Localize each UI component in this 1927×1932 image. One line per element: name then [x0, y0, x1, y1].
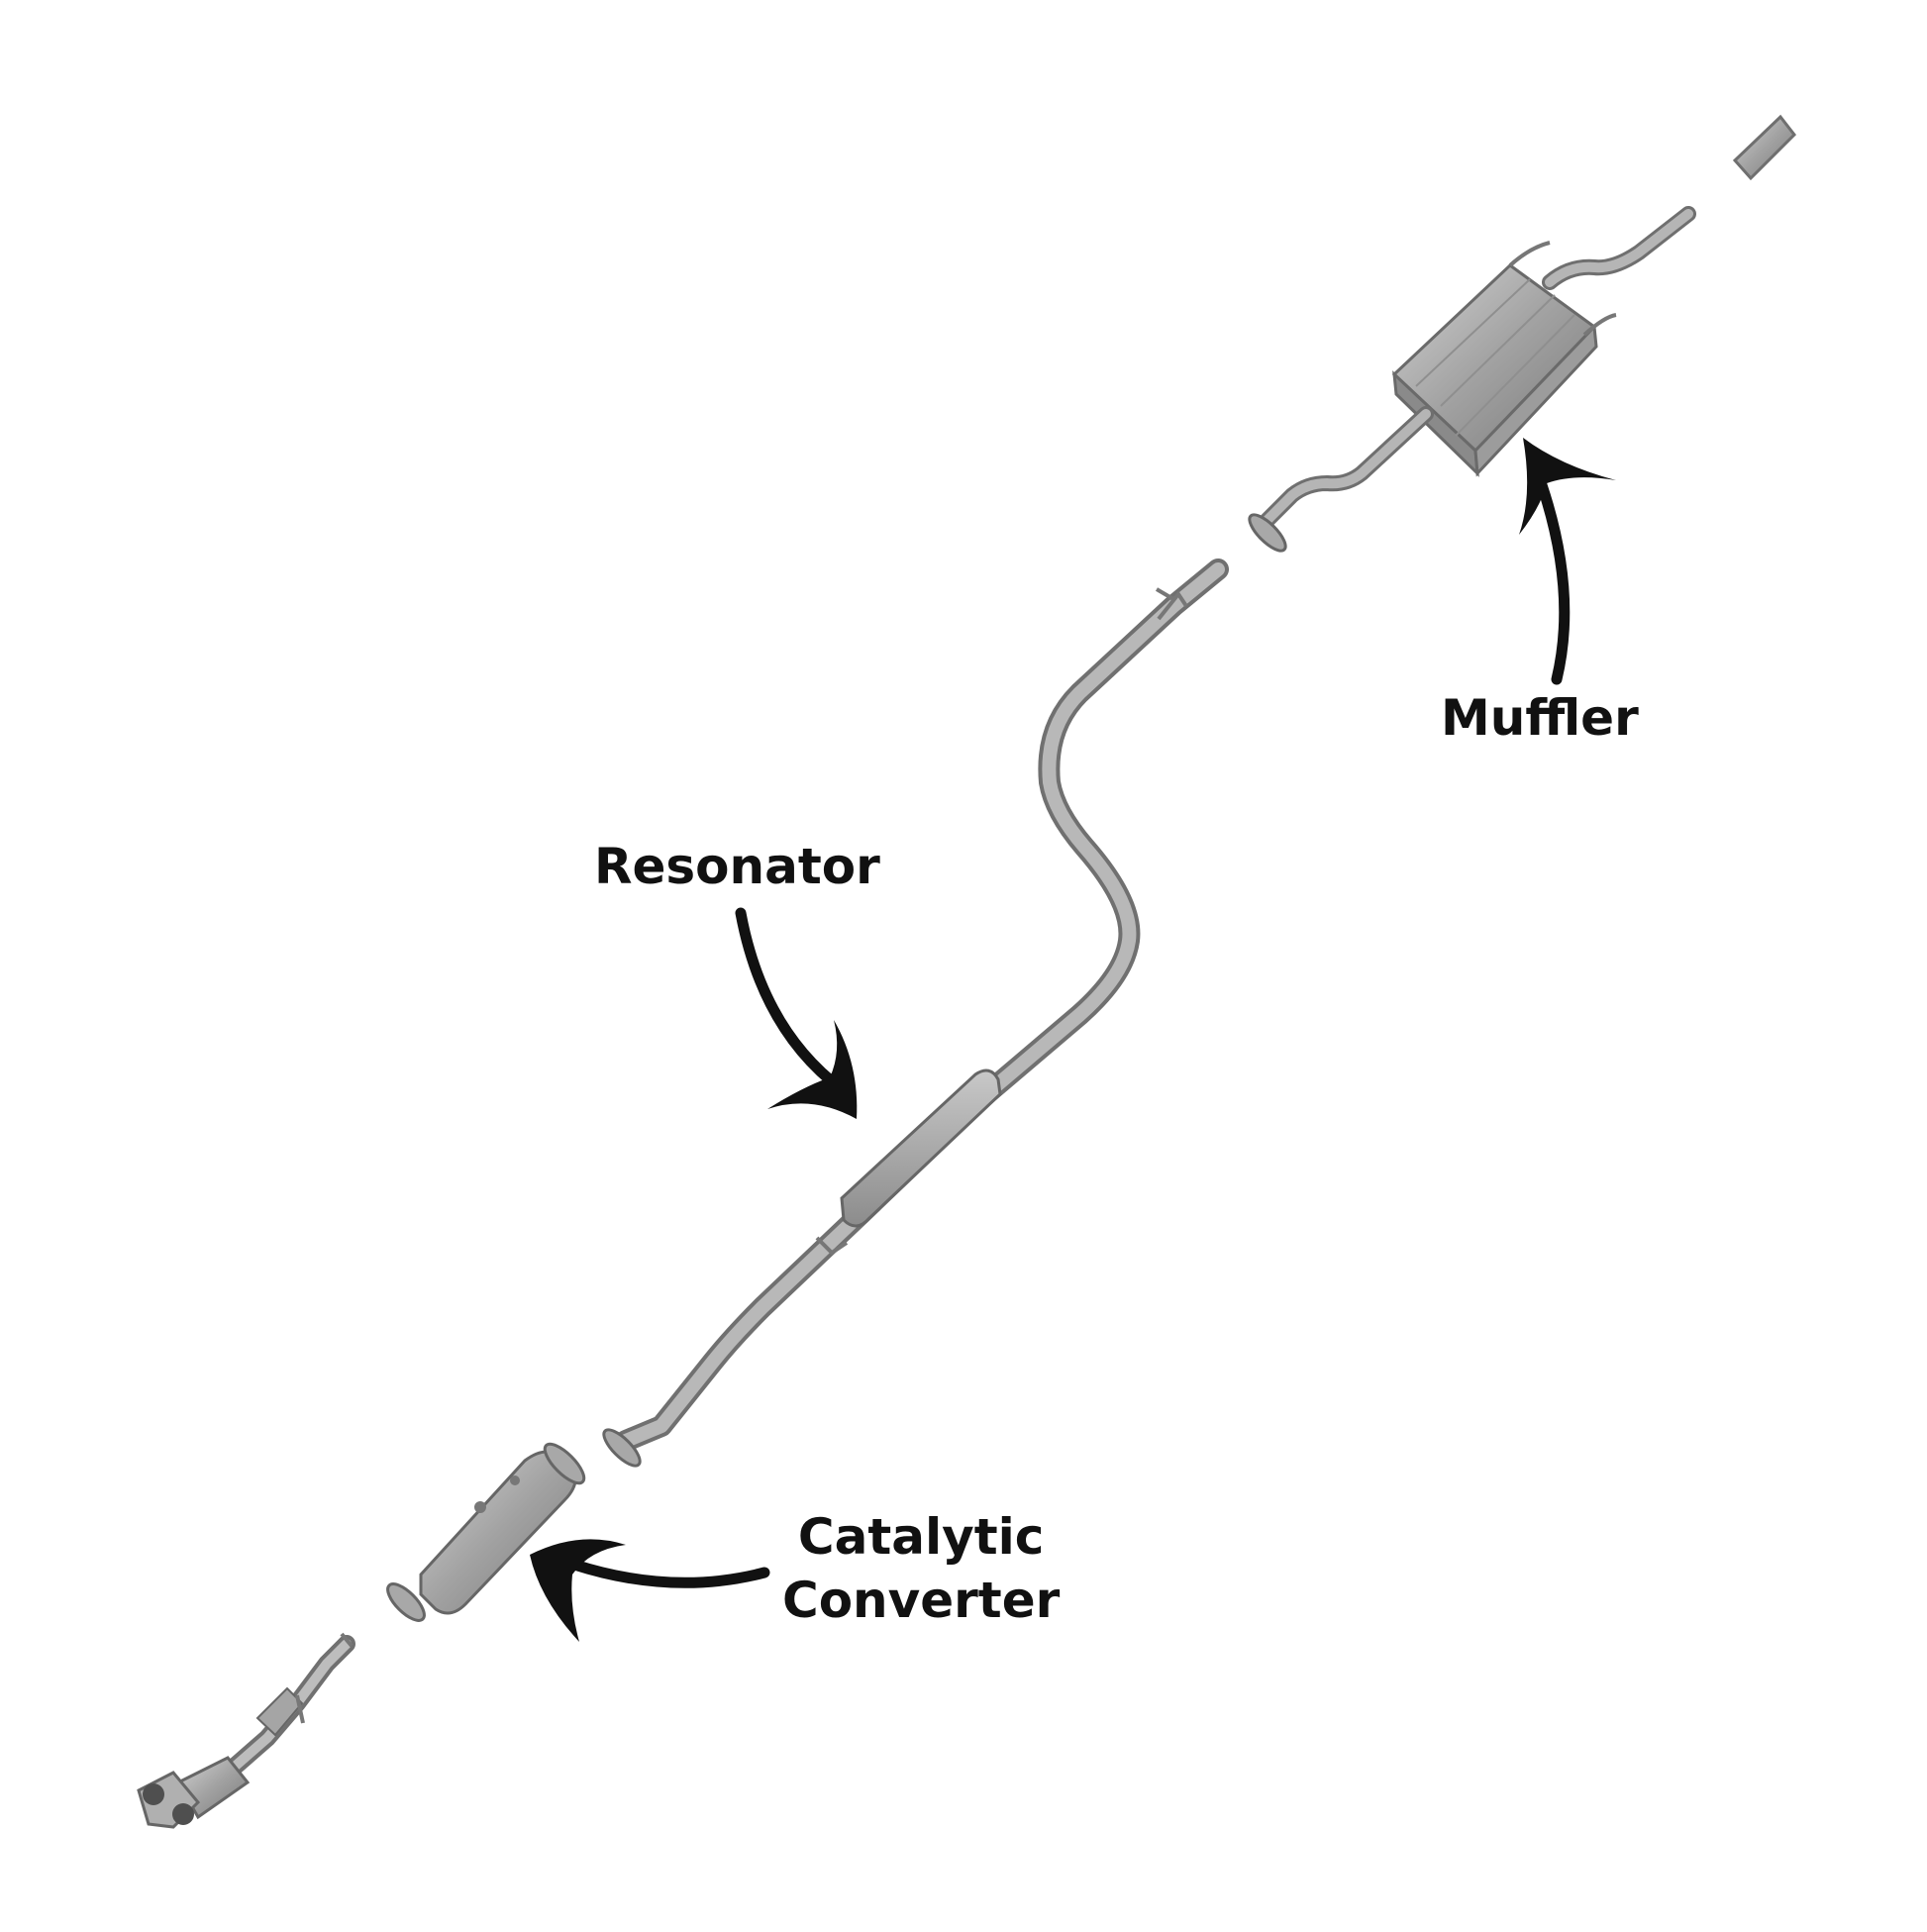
catalytic-label-line2: Converter: [782, 1572, 1061, 1629]
front-pipe-part: [137, 1632, 355, 1829]
catalytic-arrow: [530, 1539, 770, 1642]
muffler-label: Muffler: [1441, 689, 1639, 747]
resonator-label: Resonator: [594, 838, 880, 895]
resonator-part: [602, 559, 1229, 1468]
catalytic-label-line1: Catalytic: [797, 1508, 1045, 1566]
resonator-arrow: [735, 907, 858, 1119]
catalytic-converter-label: Catalytic Converter: [782, 1505, 1060, 1632]
muffler-part: [1248, 206, 1696, 553]
muffler-arrow: [1519, 438, 1616, 685]
tail-tip: [1732, 114, 1796, 181]
catalytic-converter-part: [386, 1442, 586, 1622]
